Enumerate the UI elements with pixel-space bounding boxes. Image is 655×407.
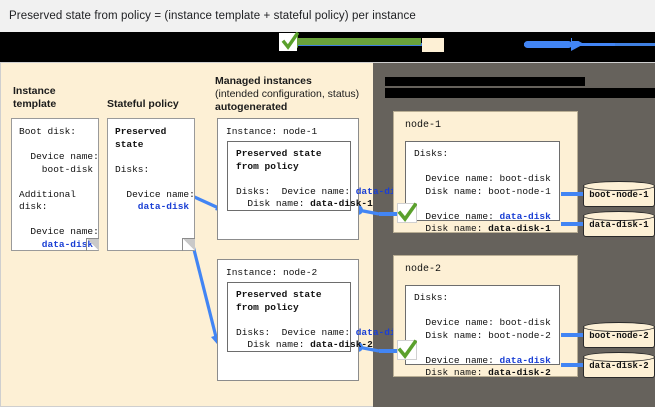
node-1-title: node-1 — [405, 120, 442, 131]
heading-managed-instances-auto: autogenerated — [215, 101, 288, 113]
heading-instance-template: Instance template — [13, 85, 57, 110]
n1-data-disk-value: data-disk-1 — [488, 223, 551, 234]
mi1-title: Instance: node-1 — [226, 126, 318, 137]
it-line6: Device name: — [19, 226, 99, 237]
instance-template-card: Boot disk: Device name: boot-disk Additi… — [11, 118, 99, 251]
blue-arrow-icon — [524, 37, 584, 51]
disk-cylinder-data-disk-1: data-disk-1 — [583, 211, 655, 237]
cylinder-label: data-disk-1 — [589, 220, 649, 230]
n2-boot-disk: Disk name: boot-node-2 — [414, 329, 551, 341]
green-check-icon — [281, 32, 299, 50]
heading-managed-instances: Managed instances — [215, 75, 312, 87]
mi2-inner-title: Preserved state from policy — [236, 289, 322, 313]
instance-template-card-fold — [86, 238, 99, 251]
managed-instance-node-2-preserved-state: Preserved state from policy Disks: Devic… — [227, 282, 407, 352]
legend-redaction-bottom — [299, 52, 655, 62]
green-check-icon — [397, 339, 417, 359]
n2-disks-label: Disks: — [414, 292, 449, 303]
cylinder-label: boot-node-1 — [589, 190, 649, 200]
managed-instance-node-1-preserved-state: Preserved state from policy Disks: Devic… — [227, 141, 407, 211]
mi2-diskname-label: Disk name: — [236, 339, 311, 350]
heading-stateful-policy: Stateful policy — [107, 98, 179, 110]
it-line1: Boot disk: — [19, 126, 77, 137]
n1-data-device-value: data-disk — [499, 210, 551, 222]
mi1-diskname-value: data-disk-1 — [310, 198, 373, 209]
legend-redaction-top — [299, 32, 655, 38]
node-1-boot-link — [561, 192, 583, 196]
sp-line3: Disks: — [115, 163, 150, 175]
heading-managed-instances-sub: (intended configuration, status) — [215, 88, 360, 100]
green-check-icon — [397, 202, 417, 222]
n1-boot-device: Device name: boot-disk — [414, 173, 551, 184]
n2-data-disk-value: data-disk-2 — [488, 367, 551, 378]
legend-redaction-right — [572, 38, 655, 41]
mi2-title: Instance: node-2 — [226, 267, 318, 278]
stateful-policy-card: Preserved state Disks: Device name: data… — [107, 118, 195, 251]
mi1-device-label: Device name: — [270, 185, 356, 197]
node-2-boot-link — [561, 333, 583, 337]
mi2-device-value: data-disk — [355, 326, 408, 338]
mi1-disks-label: Disks: — [236, 185, 271, 197]
caption-text: Preserved state from policy = (instance … — [9, 10, 416, 22]
it-line4: Additional — [19, 188, 77, 200]
sp-line2: state — [115, 138, 144, 150]
disk-cylinder-data-disk-2: data-disk-2 — [583, 352, 655, 378]
n2-boot-device: Device name: boot-disk — [414, 317, 551, 328]
node-2-disks-box: Disks: Device name: boot-disk Disk name:… — [405, 285, 560, 378]
mi1-diskname-label: Disk name: — [236, 198, 311, 209]
n2-data-device-label: Device name: — [414, 354, 500, 366]
node-1-inbound-stub — [379, 212, 399, 216]
cylinder-label: boot-node-2 — [589, 331, 649, 341]
it-line2: Device name: — [19, 151, 99, 162]
stateful-policy-card-fold — [182, 238, 195, 251]
n1-disks-label: Disks: — [414, 148, 449, 159]
mi2-diskname-value: data-disk-2 — [310, 339, 373, 350]
nodes-heading-redaction-1 — [385, 77, 585, 86]
node-1-data-link — [561, 222, 583, 226]
legend-redaction-mid — [444, 38, 524, 52]
n2-data-device-value: data-disk — [499, 354, 551, 366]
disk-cylinder-boot-node-1: boot-node-1 — [583, 181, 655, 207]
sp-line4: Device name: — [115, 188, 195, 200]
sp-line1: Preserved — [115, 126, 167, 137]
diagram-canvas: Instance template Stateful policy Manage… — [0, 62, 655, 407]
mi1-device-value: data-disk — [355, 185, 408, 197]
mi2-device-label: Device name: — [270, 326, 356, 338]
n2-data-disk-label: Disk name: — [414, 367, 489, 378]
legend-redaction-left — [0, 32, 279, 62]
n1-boot-disk: Disk name: boot-node-1 — [414, 185, 551, 197]
node-2-data-link — [561, 363, 583, 367]
mi1-inner-title: Preserved state from policy — [236, 148, 322, 172]
sp-line5: data-disk — [115, 201, 190, 212]
legend-blue-tail — [560, 43, 615, 46]
green-arrow-icon — [288, 34, 421, 48]
node-2-title: node-2 — [405, 264, 442, 275]
node-2-inbound-stub — [379, 349, 399, 353]
legend-check-backdrop — [279, 33, 297, 51]
mi2-disks-label: Disks: — [236, 326, 271, 338]
node-1-disks-box: Disks: Device name: boot-disk Disk name:… — [405, 141, 560, 234]
it-line5: disk: — [19, 201, 48, 212]
nodes-heading-redaction-2 — [385, 88, 655, 98]
n1-data-disk-label: Disk name: — [414, 223, 489, 234]
disk-cylinder-boot-node-2: boot-node-2 — [583, 322, 655, 348]
n1-data-device-label: Device name: — [414, 210, 500, 222]
caption-strip: Preserved state from policy = (instance … — [0, 0, 655, 32]
it-line3: boot-disk — [19, 163, 94, 175]
cylinder-label: data-disk-2 — [589, 361, 649, 371]
it-line7: data-disk — [19, 238, 94, 250]
